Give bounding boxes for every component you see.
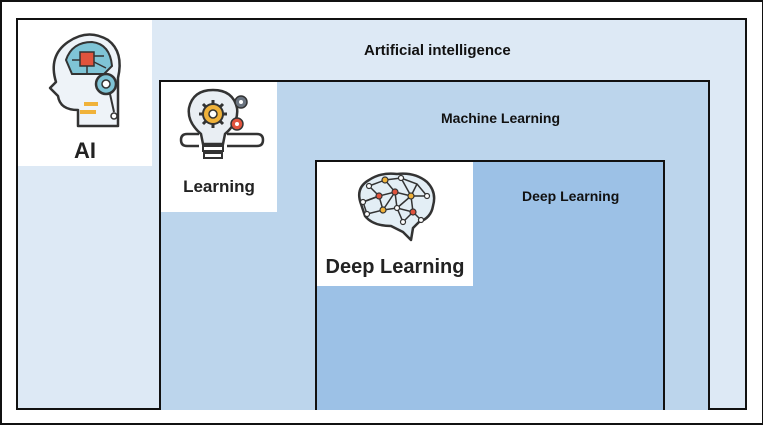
- learning-card-label: Learning: [183, 177, 255, 196]
- deep-learning-card-label: Deep Learning: [325, 256, 465, 278]
- learning-card: Learning: [161, 82, 277, 212]
- lightbulb-gears-icon: [179, 88, 265, 159]
- ai-card-label: AI: [74, 138, 96, 163]
- ai-head-icon: [48, 33, 121, 128]
- deep-learning-card: Deep Learning: [317, 162, 473, 286]
- ai-region-title: Artificial intelligence: [364, 42, 511, 59]
- neural-brain-icon: [358, 172, 436, 242]
- ai-card: AI: [18, 20, 152, 166]
- deep-learning-region-title: Deep Learning: [522, 188, 620, 204]
- machine-learning-region-title: Machine Learning: [441, 110, 561, 126]
